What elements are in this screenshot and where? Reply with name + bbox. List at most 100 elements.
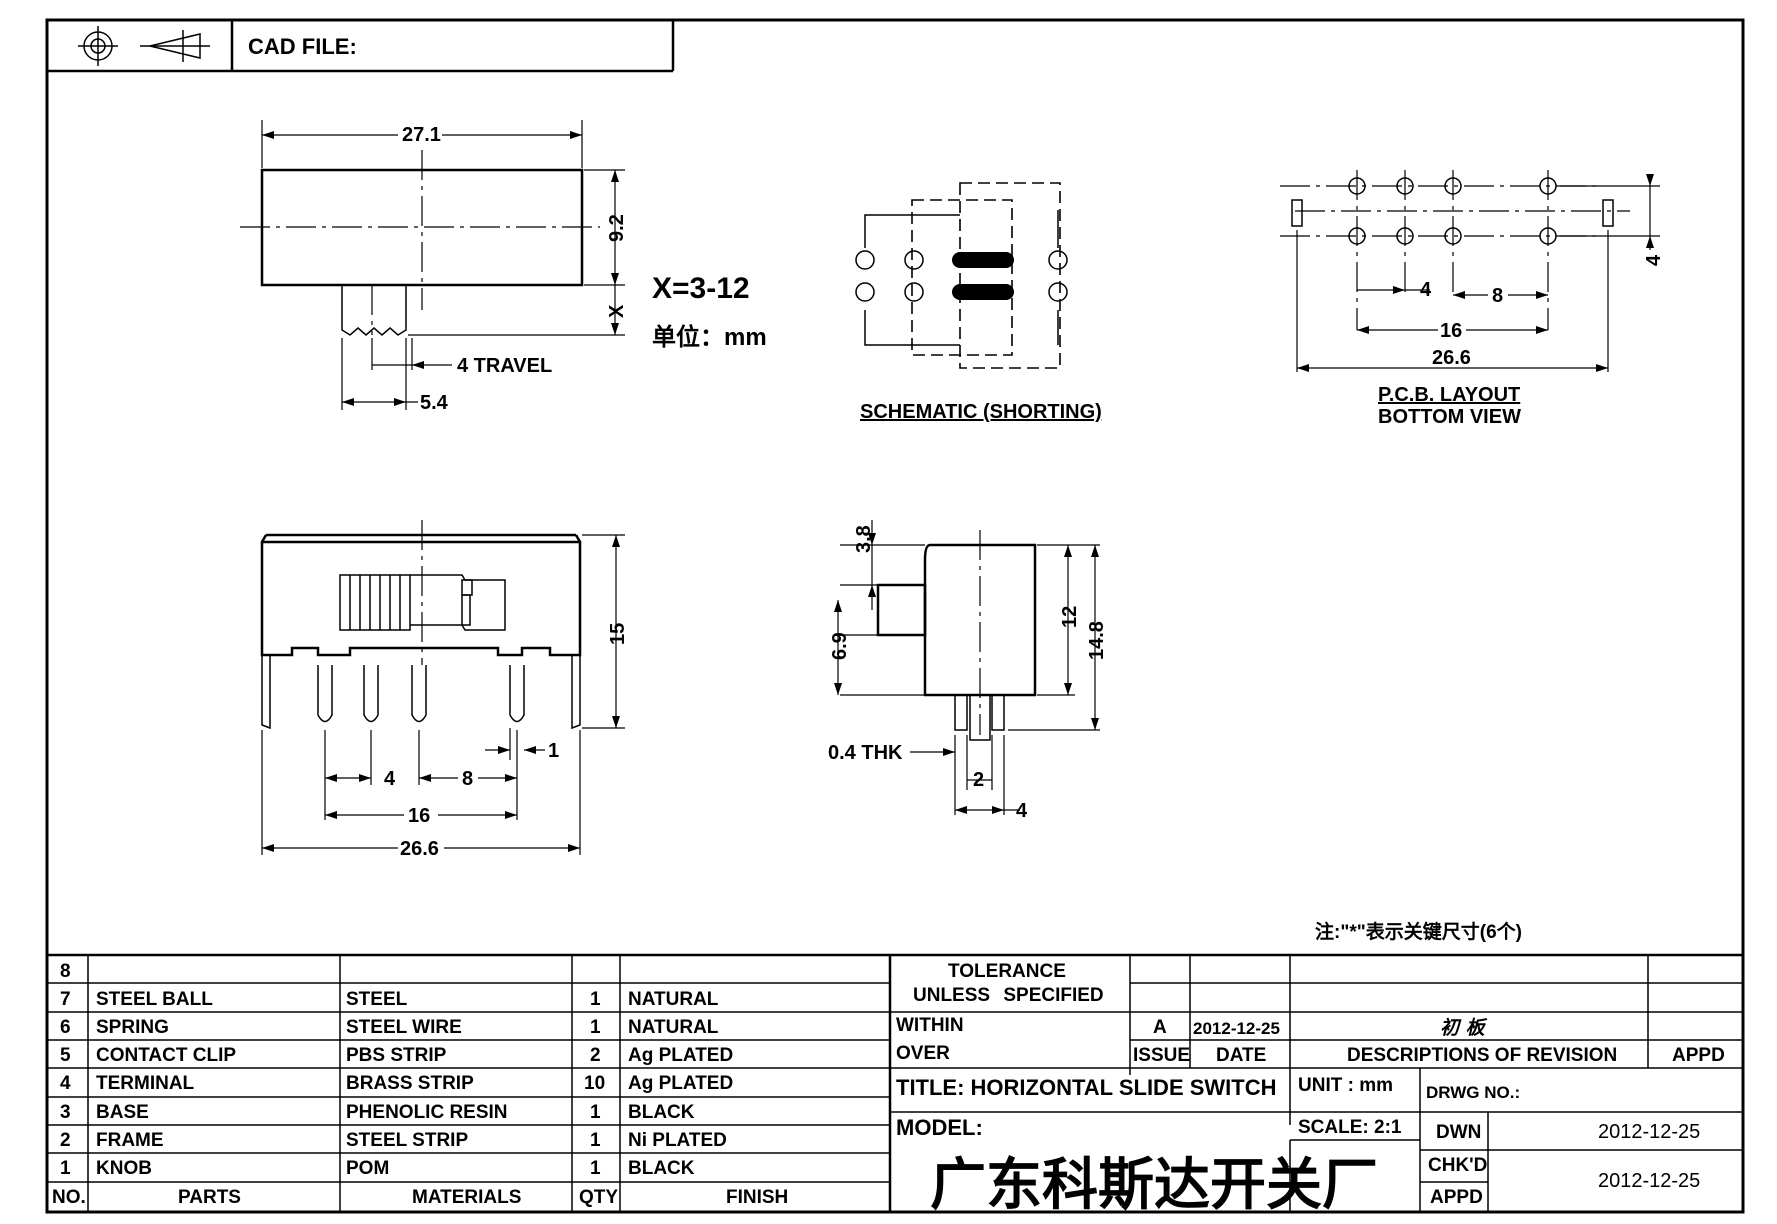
schematic-view: SCHEMATIC (SHORTING) bbox=[855, 182, 1102, 423]
bom-row-5-finish: Ag PLATED bbox=[628, 1045, 734, 1066]
pcb-pitch-b: 8 bbox=[1492, 285, 1503, 307]
top-width-dim: 27.1 bbox=[402, 124, 441, 146]
bom-row-6-part: SPRING bbox=[96, 1017, 169, 1038]
bom-row-4-no: 4 bbox=[60, 1073, 71, 1094]
pcb-caption-line1: P.C.B. LAYOUT bbox=[1378, 384, 1520, 406]
scale-label: SCALE: 2:1 bbox=[1298, 1117, 1402, 1138]
bom-row-7-finish: NATURAL bbox=[628, 989, 719, 1010]
bom-row-1-finish: BLACK bbox=[628, 1158, 695, 1179]
bom-header-qty: QTY bbox=[579, 1187, 619, 1208]
bom-row-7-qty: 1 bbox=[590, 989, 601, 1010]
revision-letter: A bbox=[1153, 1017, 1167, 1038]
title-block bbox=[890, 955, 1743, 1212]
bom-row-6-no: 6 bbox=[60, 1017, 71, 1038]
sheet-border bbox=[45, 18, 1745, 1214]
approved-date: 2012-12-25 bbox=[1598, 1170, 1701, 1192]
bom-row-3-part: BASE bbox=[96, 1102, 149, 1123]
tolerance-line2: UNLESS SPECIFIED bbox=[913, 985, 1104, 1006]
over-label: OVER bbox=[896, 1043, 950, 1064]
bom-row-5-part: CONTACT CLIP bbox=[96, 1045, 237, 1066]
within-label: WITHIN bbox=[896, 1015, 964, 1036]
top-height-dim: 9.2 bbox=[606, 214, 628, 242]
pin-span-dim: 4 bbox=[1016, 800, 1028, 822]
side-knob-offset: 6.9 bbox=[829, 632, 851, 660]
front-pitch-a: 4 bbox=[384, 768, 396, 790]
tolerance-line1: TOLERANCE bbox=[948, 961, 1066, 982]
schematic-caption: SCHEMATIC (SHORTING) bbox=[860, 401, 1102, 423]
bom-row-3-material: PHENOLIC RESIN bbox=[346, 1102, 508, 1123]
approved-label: APPD bbox=[1430, 1187, 1483, 1208]
bom-row-6-qty: 1 bbox=[590, 1017, 601, 1038]
revision-description: 初 板 bbox=[1440, 1017, 1485, 1039]
side-knob-height: 3.8 bbox=[853, 525, 875, 553]
bom-row-2-finish: Ni PLATED bbox=[628, 1130, 727, 1151]
bom-header-materials: MATERIALS bbox=[412, 1187, 522, 1208]
front-pitch-b: 8 bbox=[462, 768, 473, 790]
bom-row-7-material: STEEL bbox=[346, 989, 408, 1010]
drawing-title: TITLE: HORIZONTAL SLIDE SWITCH bbox=[896, 1075, 1277, 1100]
top-x-dim: X bbox=[606, 304, 628, 318]
bom-row-2-part: FRAME bbox=[96, 1130, 164, 1151]
drawing-number-label: DRWG NO.: bbox=[1426, 1083, 1521, 1102]
bom-row-5-qty: 2 bbox=[590, 1045, 601, 1066]
bom-row-5-no: 5 bbox=[60, 1045, 71, 1066]
bom-header-finish: FINISH bbox=[726, 1187, 789, 1208]
pcb-row-gap: 4 bbox=[1643, 254, 1665, 266]
checked-label: CHK'D bbox=[1428, 1155, 1488, 1176]
knob-width-dim: 5.4 bbox=[420, 392, 449, 414]
bom-row-4-qty: 10 bbox=[584, 1073, 606, 1094]
front-view: 15 4 8 1 16 26.6 bbox=[260, 520, 629, 860]
bom-row-5-material: PBS STRIP bbox=[346, 1045, 447, 1066]
bom-row-1-qty: 1 bbox=[590, 1158, 601, 1179]
bom-row-2-no: 2 bbox=[60, 1130, 71, 1151]
front-height-dim: 15 bbox=[607, 623, 629, 645]
front-pin-dim: 1 bbox=[548, 740, 559, 762]
bom-row-7-no: 7 bbox=[60, 989, 71, 1010]
thickness-label: 0.4 THK bbox=[828, 742, 903, 764]
drawn-date: 2012-12-25 bbox=[1598, 1121, 1701, 1143]
bom-row-6-finish: NATURAL bbox=[628, 1017, 719, 1038]
unit-note: 单位：mm bbox=[652, 323, 767, 351]
pcb-span: 16 bbox=[1440, 320, 1462, 342]
bom-row-4-material: BRASS STRIP bbox=[346, 1073, 474, 1094]
travel-dim: 4 TRAVEL bbox=[457, 355, 552, 377]
bom-row-1-no: 1 bbox=[60, 1158, 71, 1179]
pcb-layout-view: 4 8 16 26.6 4 P.C.B. LAYOUT BOTTOM VIEW bbox=[1280, 170, 1665, 428]
bom-row-4-part: TERMINAL bbox=[96, 1073, 195, 1094]
issue-label: ISSUE bbox=[1133, 1045, 1191, 1066]
bom-row-1-material: POM bbox=[346, 1158, 390, 1179]
key-dimension-note: 注:"*"表示关键尺寸(6个) bbox=[1315, 920, 1522, 943]
side-body-dim: 12 bbox=[1059, 606, 1081, 628]
side-total-dim: 14.8 bbox=[1086, 621, 1108, 660]
bom-row-1-part: KNOB bbox=[96, 1158, 152, 1179]
front-overall: 26.6 bbox=[400, 838, 439, 860]
drawn-label: DWN bbox=[1436, 1122, 1482, 1143]
bom-header-no: NO. bbox=[52, 1187, 86, 1208]
cad-header: CAD FILE: bbox=[47, 20, 675, 73]
pcb-caption-line2: BOTTOM VIEW bbox=[1378, 406, 1521, 428]
model-label: MODEL: bbox=[896, 1115, 983, 1140]
revision-description-header: DESCRIPTIONS OF REVISION bbox=[1347, 1045, 1618, 1066]
bom-row-3-finish: BLACK bbox=[628, 1102, 695, 1123]
pcb-pitch-a: 4 bbox=[1420, 279, 1432, 301]
bom-row-7-part: STEEL BALL bbox=[96, 989, 213, 1010]
appd-header: APPD bbox=[1672, 1045, 1725, 1066]
pin-gap-dim: 2 bbox=[973, 769, 984, 791]
bom-row-4-finish: Ag PLATED bbox=[628, 1073, 734, 1094]
bom-row-2-material: STEEL STRIP bbox=[346, 1130, 469, 1151]
unit-label: UNIT : mm bbox=[1298, 1075, 1393, 1096]
bom-row-8-no: 8 bbox=[60, 961, 71, 982]
front-span: 16 bbox=[408, 805, 430, 827]
bom-row-3-no: 3 bbox=[60, 1102, 71, 1123]
first-angle-symbol-icon bbox=[78, 26, 210, 66]
bom-row-2-qty: 1 bbox=[590, 1130, 601, 1151]
bom-row-3-qty: 1 bbox=[590, 1102, 601, 1123]
bom-row-6-material: STEEL WIRE bbox=[346, 1017, 462, 1038]
revision-date: 2012-12-25 bbox=[1193, 1019, 1280, 1038]
side-view: 3.8 6.9 12 14.8 0.4 THK 2 4 bbox=[828, 520, 1108, 822]
x-range-label: X=3-12 bbox=[652, 272, 750, 305]
bom-table bbox=[47, 953, 1743, 1212]
date-label: DATE bbox=[1216, 1045, 1267, 1066]
